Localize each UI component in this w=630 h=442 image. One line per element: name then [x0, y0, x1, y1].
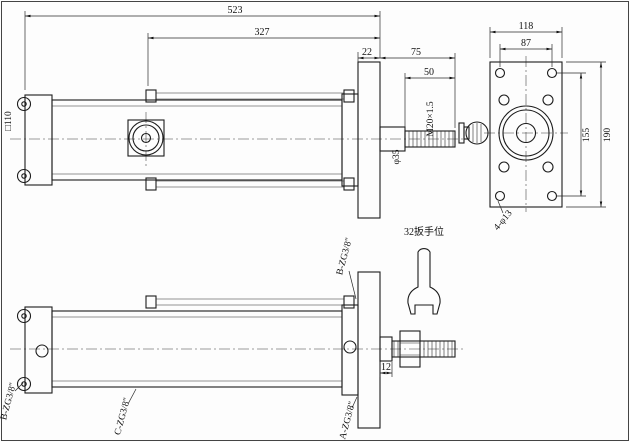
- bolt-holes-label: 4-φ13: [492, 209, 515, 233]
- end-view-dimensions: [489, 27, 606, 214]
- dim-rod-extension: 75: [411, 47, 421, 58]
- port-b-upper-label: B-ZG3/8": [335, 237, 355, 277]
- cylinder-end-view: 118 87 190 155 4-φ13: [458, 21, 613, 233]
- rod-diameter-label: φ35: [392, 149, 402, 164]
- side-view-body: [16, 61, 456, 219]
- dim-flange-thickness: 22: [362, 47, 372, 58]
- rod-thread-hatch: [408, 131, 454, 147]
- end-view-rod-knob: [458, 121, 489, 145]
- end-view-knob-hatch: [472, 123, 482, 143]
- thread-spec-label: M20×1.5: [426, 101, 436, 136]
- wrench-size-note: 32扳手位: [404, 225, 444, 238]
- dim-bolt-spacing-v: 155: [582, 128, 592, 143]
- dim-body-length: 327: [255, 27, 270, 38]
- dim-thread-length: 50: [424, 67, 434, 78]
- side-view-details: [52, 92, 344, 188]
- cylinder-bottom-view: 32扳手位 12 B-ZG3/8" B-ZG3/8" C-ZG3/8" A-ZG…: [0, 225, 464, 440]
- port-b-lower-label: B-ZG3/8": [0, 382, 19, 422]
- side-view-dimensions: [24, 11, 456, 129]
- square-size-label: □110: [4, 111, 14, 131]
- bottom-view-body: [16, 271, 456, 429]
- dim-overall-length: 523: [228, 5, 243, 16]
- end-view-flange: [489, 61, 563, 208]
- bottom-view-details: [52, 298, 420, 382]
- dim-flange-width: 118: [519, 21, 534, 32]
- dim-bolt-spacing-h: 87: [521, 38, 531, 49]
- dim-flange-height: 190: [603, 128, 613, 143]
- dim-rod-step: 12: [381, 362, 391, 373]
- port-a-label: A-ZG3/8": [338, 400, 358, 440]
- bottom-rod-thread-hatch: [393, 341, 453, 357]
- cylinder-side-view: 523 327 22 75 50 M20×1.5 φ35 □110: [4, 5, 464, 219]
- port-c-label: C-ZG3/8": [113, 397, 133, 437]
- wrench-icon: [407, 248, 441, 315]
- bottom-view-dimensions: [14, 270, 393, 409]
